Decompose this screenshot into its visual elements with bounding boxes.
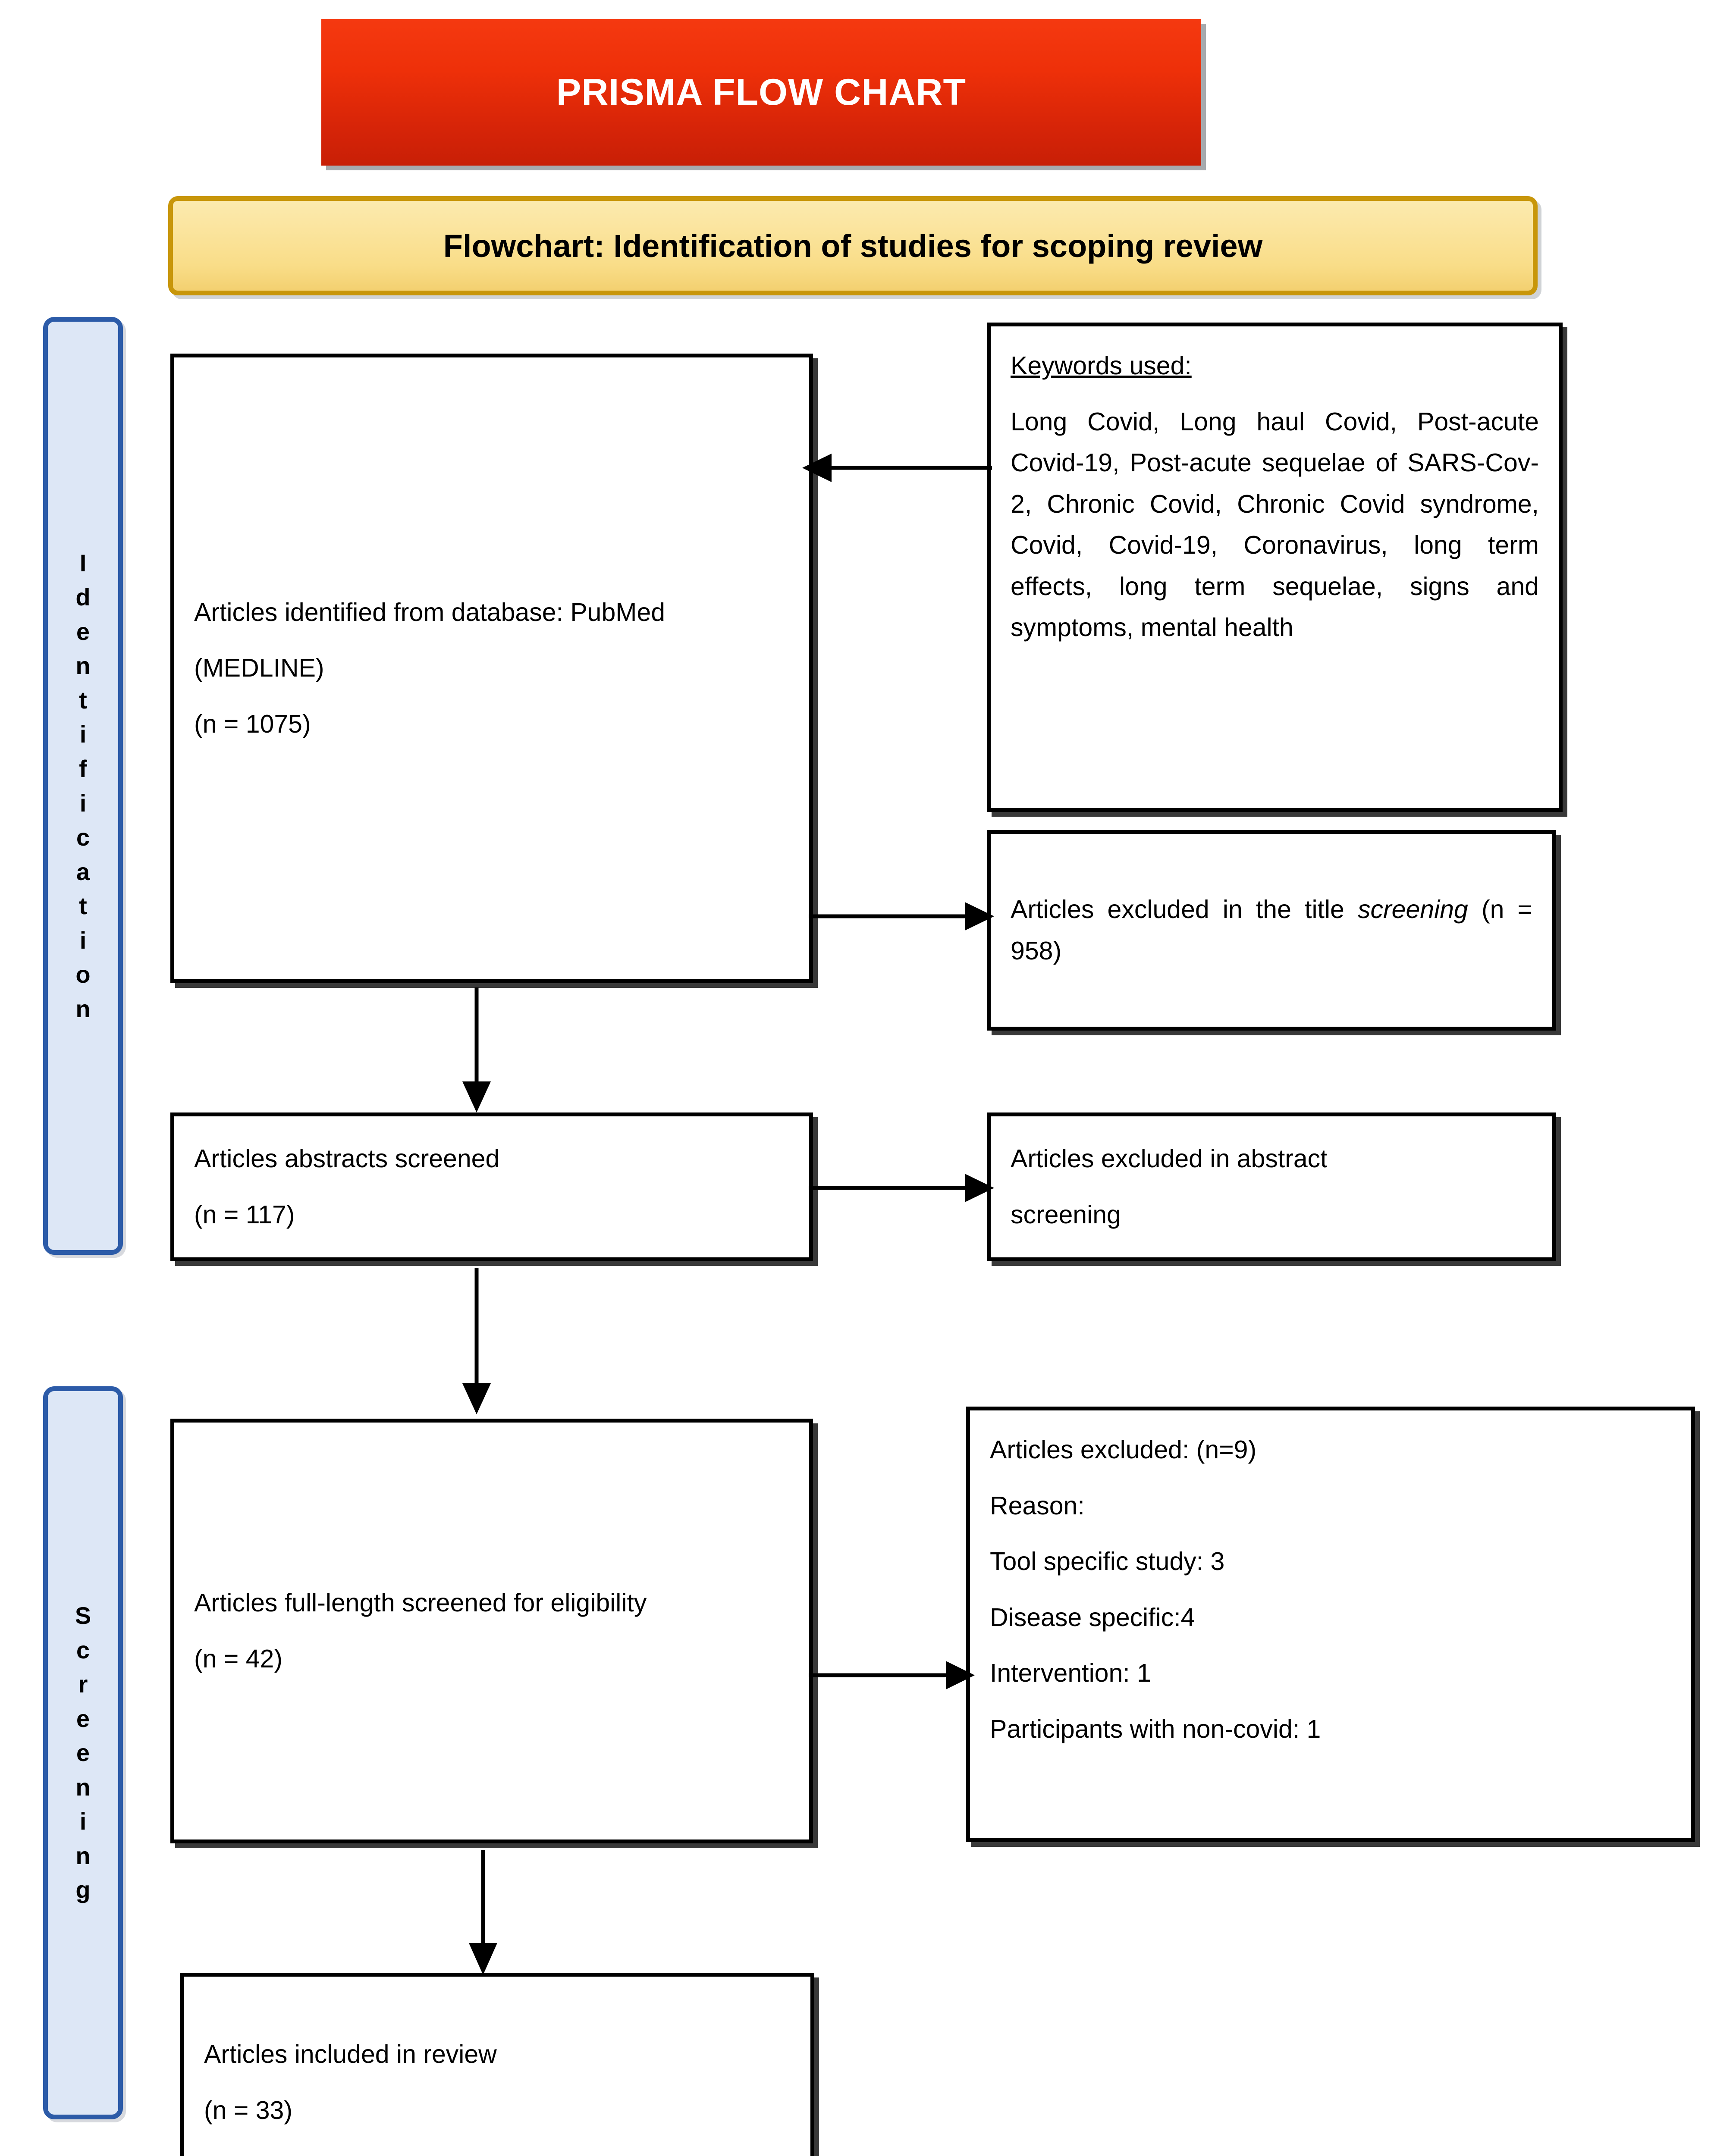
fulllength-count: (n = 42) [194, 1644, 283, 1673]
box-keywords-used: Keywords used: Long Covid, Long haul Cov… [987, 323, 1563, 812]
excluded-nine-reason-item: Intervention: 1 [990, 1659, 1151, 1688]
letter: n [75, 652, 91, 680]
letter: c [76, 1636, 90, 1664]
articles-identified-count: (n = 1075) [194, 709, 311, 738]
excluded-nine-reason-item: Participants with non-covid: 1 [990, 1714, 1321, 1743]
box-excluded-abstract-screening: Articles excluded in abstract screening [987, 1112, 1556, 1261]
box-excluded-title-screening: Articles excluded in the title screening… [987, 830, 1556, 1031]
box-articles-included: Articles included in review (n = 33) [180, 1973, 814, 2156]
letter: n [75, 995, 91, 1022]
excluded-title-text: Articles excluded in the title screening… [1011, 889, 1532, 971]
letter: i [79, 926, 87, 954]
letter: i [79, 721, 87, 748]
letter: i [79, 1808, 87, 1835]
letter: o [75, 961, 91, 988]
letter: f [79, 755, 87, 782]
letter: a [76, 858, 90, 885]
prisma-title-banner: PRISMA FLOW CHART [321, 19, 1201, 166]
prisma-title-text: PRISMA FLOW CHART [556, 71, 967, 113]
screening-letters: S c r e e n i n g [75, 1598, 91, 1907]
arrow-fulllength-to-excluded-nine [809, 1656, 975, 1695]
excluded-title-italic-word: screening [1358, 895, 1468, 924]
arrow-keywords-to-identified [802, 448, 992, 487]
excluded-title-count: (n = 958) [1011, 895, 1533, 965]
excluded-nine-heading: Articles excluded: (n=9) [990, 1435, 1257, 1464]
articles-identified-line1: Articles identified from database: PubMe… [194, 598, 666, 627]
letter: t [79, 686, 87, 714]
letter: r [78, 1670, 88, 1698]
flowchart-subtitle-banner: Flowchart: Identification of studies for… [168, 196, 1538, 295]
arrow-fulllength-to-included [459, 1850, 507, 1975]
stage-label-identification: I d e n t i f i c a t i o n [43, 317, 123, 1255]
letter: e [76, 617, 90, 645]
flowchart-subtitle-text: Flowchart: Identification of studies for… [443, 228, 1263, 264]
letter: S [75, 1602, 91, 1630]
box-abstracts-screened: Articles abstracts screened (n = 117) [170, 1112, 813, 1261]
keywords-heading: Keywords used: [1011, 345, 1539, 387]
included-line1: Articles included in review [204, 2040, 497, 2069]
letter: g [75, 1876, 91, 1904]
letter: d [75, 583, 91, 611]
excluded-nine-reason-item: Tool specific study: 3 [990, 1547, 1225, 1576]
excluded-abstract-line1: Articles excluded in abstract [1011, 1144, 1328, 1173]
letter: I [79, 549, 87, 577]
abstracts-screened-line1: Articles abstracts screened [194, 1144, 500, 1173]
box-fulllength-screened: Articles full-length screened for eligib… [170, 1419, 813, 1843]
stage-label-screening: S c r e e n i n g [43, 1386, 123, 2119]
arrow-abstracts-to-excluded-abstract [809, 1169, 994, 1207]
letter: e [76, 1705, 90, 1732]
included-count: (n = 33) [204, 2096, 292, 2125]
abstracts-screened-count: (n = 117) [194, 1200, 295, 1229]
letter: i [79, 789, 87, 817]
letter: e [76, 1739, 90, 1767]
fulllength-line1: Articles full-length screened for eligib… [194, 1588, 647, 1617]
box-articles-identified: Articles identified from database: PubMe… [170, 354, 813, 983]
letter: c [76, 824, 90, 851]
letter: t [79, 892, 87, 920]
keywords-heading-text: Keywords used: [1011, 351, 1192, 380]
excluded-abstract-line2: screening [1011, 1200, 1121, 1229]
articles-identified-line2: (MEDLINE) [194, 654, 324, 683]
identification-letters: I d e n t i f i c a t i o n [75, 546, 90, 1026]
letter: n [75, 1773, 91, 1801]
excluded-title-part1: Articles excluded in the title [1011, 895, 1358, 924]
keywords-body: Long Covid, Long haul Covid, Post-acute … [1011, 407, 1539, 642]
arrow-identified-to-abstracts [453, 987, 500, 1112]
arrow-abstracts-to-fulllength [453, 1268, 500, 1414]
letter: n [75, 1842, 91, 1869]
excluded-nine-reason-label: Reason: [990, 1491, 1085, 1520]
excluded-nine-reason-item: Disease specific:4 [990, 1603, 1195, 1632]
arrow-identified-to-excluded-title [809, 897, 994, 936]
box-excluded-nine-reasons: Articles excluded: (n=9) Reason: Tool sp… [966, 1407, 1695, 1842]
